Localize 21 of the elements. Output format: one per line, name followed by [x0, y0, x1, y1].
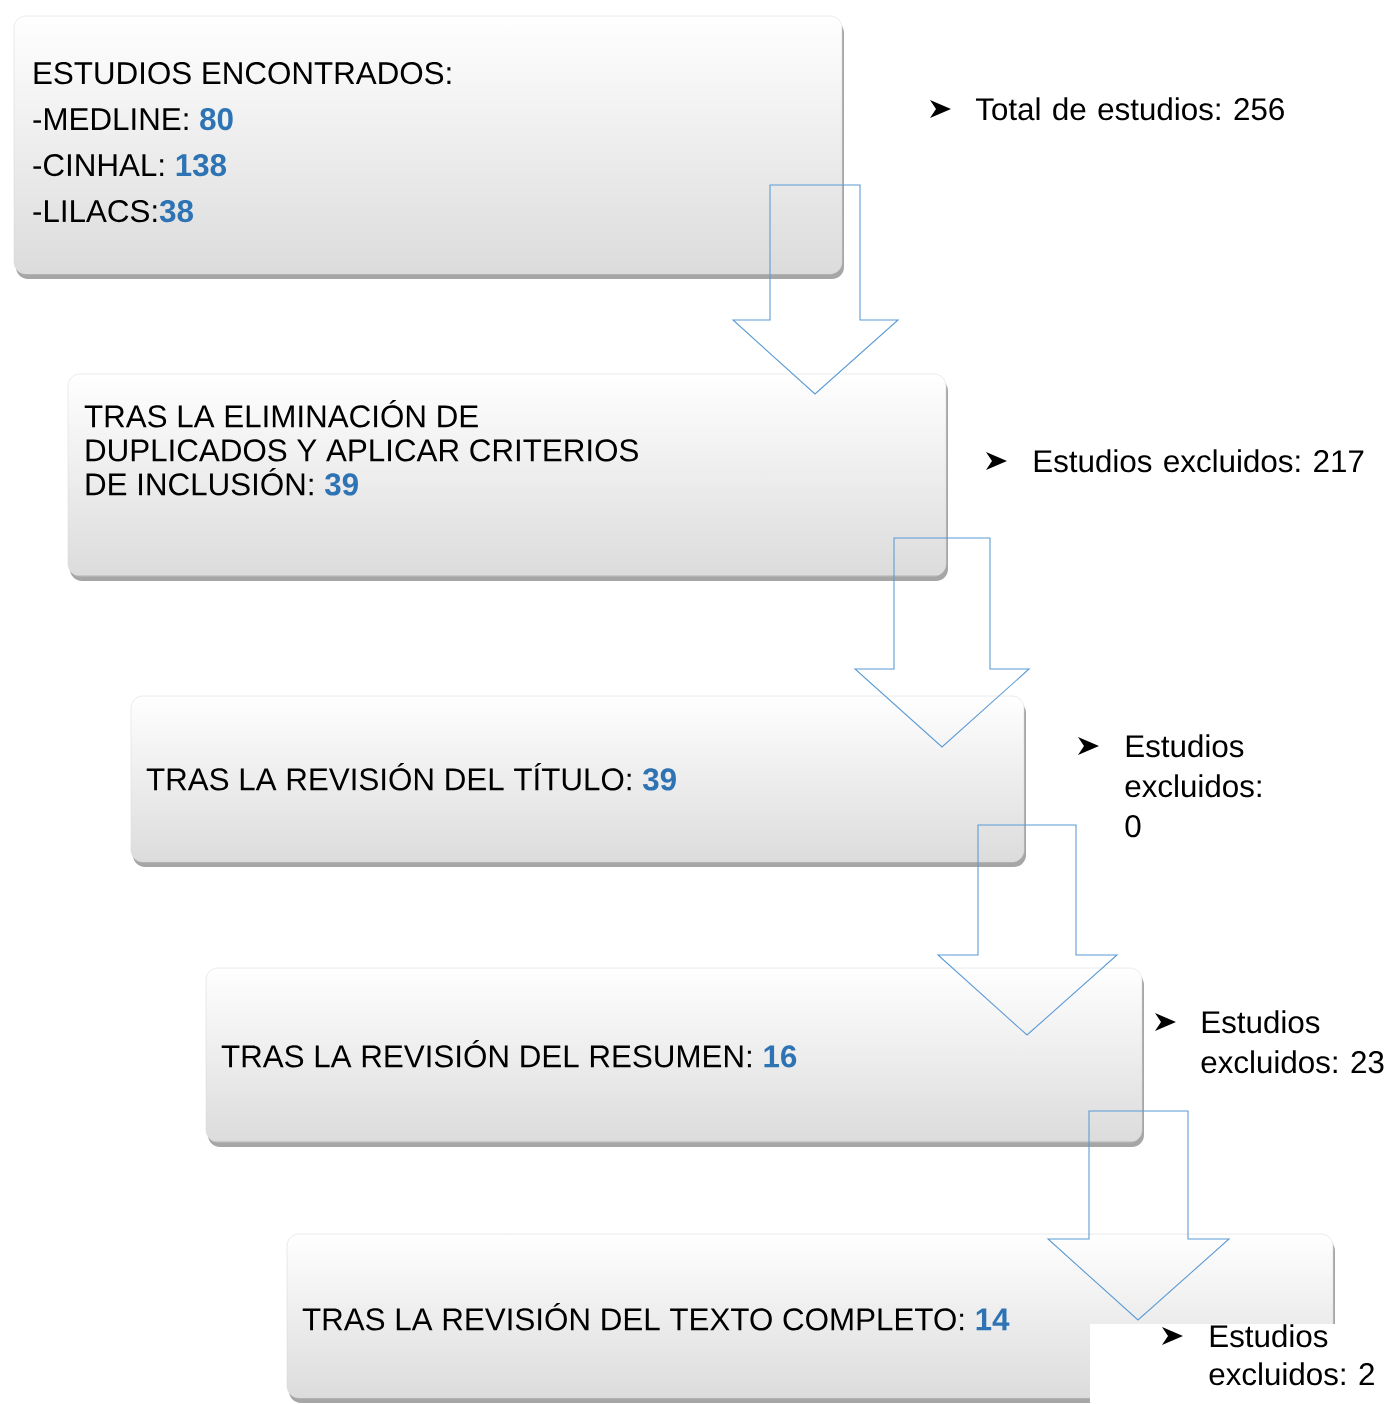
bullet-item: Estudios excluidos: 2 [1090, 1324, 1392, 1404]
block-arrow [1046, 1110, 1231, 1321]
block-arrow [936, 824, 1119, 1036]
box-text: TRAS LA REVISIÓN DEL TÍTULO: 39 [146, 763, 676, 791]
bullet-item: Estudios excluidos: 0 [1078, 734, 1261, 838]
bullet-item: Estudios excluidos: 217 [986, 449, 1364, 473]
bullet-item: Estudios excluidos: 23 [1155, 1010, 1384, 1074]
box-text: -LILACS:38 [33, 200, 193, 223]
block-arrow [853, 537, 1031, 748]
box-text: TRAS LA REVISIÓN DEL RESUMEN: 16 [221, 1040, 797, 1068]
box-text: ESTUDIOS ENCONTRADOS: [34, 62, 451, 85]
process-box [130, 695, 1026, 867]
box-text: -MEDLINE: 80 [33, 108, 233, 131]
block-arrow [731, 184, 900, 395]
process-box [67, 373, 948, 581]
box-text: TRAS LA ELIMINACIÓN DE DUPLICADOS Y APLICAR CRITERIOS DE INCLUSIÓN: 39 [84, 400, 638, 496]
process-box [205, 967, 1144, 1147]
bullet-item: Total de estudios: 256 [930, 97, 1284, 121]
process-box [13, 15, 844, 279]
box-text: TRAS LA REVISIÓN DEL TEXTO COMPLETO: 14 [302, 1303, 1010, 1331]
box-text: -CINHAL: 138 [33, 154, 227, 177]
